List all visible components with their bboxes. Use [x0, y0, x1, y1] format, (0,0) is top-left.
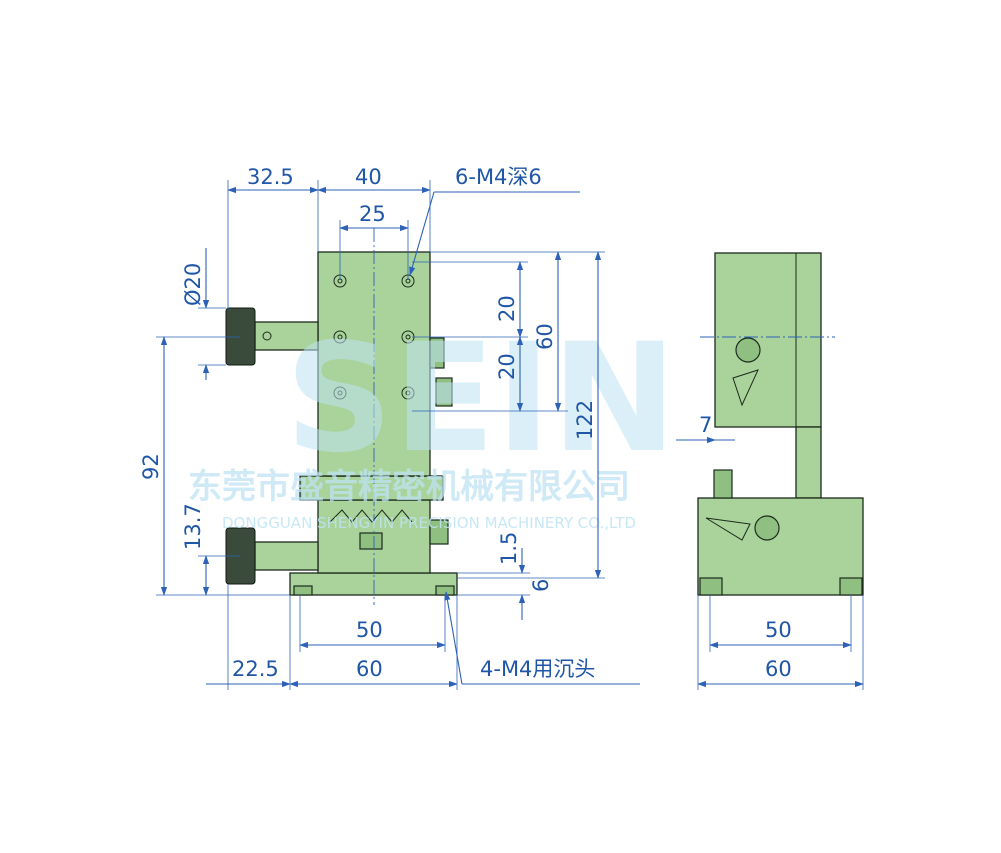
dim-knob-dia: Ø20	[181, 263, 205, 306]
watermark-company-en: DONGGUAN SHENGYIN PRECISION MACHINERY CO…	[222, 514, 636, 532]
side-column	[795, 426, 822, 499]
dim-base-hole-callout: 4-M4用沉头	[480, 657, 595, 681]
dim-base-left-offset: 22.5	[232, 657, 279, 681]
watermark-company-cn: 东莞市盛音精密机械有限公司	[188, 467, 630, 507]
gear-housing	[359, 532, 383, 550]
dim-knob-height: 92	[139, 453, 163, 480]
lock-lever-grip	[435, 377, 453, 407]
side-counterbore-left	[699, 577, 723, 596]
dim-base-width: 60	[356, 657, 383, 681]
dim-gap: 1.5	[497, 532, 521, 565]
dim-base-thickness: 6	[529, 579, 553, 592]
upper-knob-shaft	[254, 321, 319, 351]
lower-knob-shaft	[254, 541, 319, 571]
dim-side-hole-spacing: 50	[765, 618, 792, 642]
upper-adjust-knob	[225, 307, 256, 366]
front-view	[225, 228, 458, 605]
side-lock-screw	[735, 337, 761, 363]
dim-total-height: 122	[573, 400, 597, 440]
side-counterbore-right	[839, 577, 863, 596]
dim-left-offset: 32.5	[247, 165, 294, 189]
side-view	[697, 252, 864, 596]
side-lock-screw-lower	[754, 515, 780, 541]
lock-lever-upper	[429, 337, 445, 369]
middle-flange	[299, 475, 444, 501]
dim-hole-spacing-v2: 20	[495, 353, 519, 380]
dim-hole-spacing-h: 25	[359, 202, 386, 226]
side-lever	[732, 369, 759, 407]
dim-top-width: 40	[355, 165, 382, 189]
dim-side-offset: 7	[699, 413, 712, 437]
side-lever-lower	[705, 517, 751, 541]
watermark-logo: SEIN	[285, 312, 677, 486]
dim-side-width: 60	[765, 657, 792, 681]
side-stop	[713, 469, 733, 499]
rack-gear	[329, 509, 413, 523]
dim-hole-callout: 6-M4深6	[455, 165, 542, 189]
dim-lower-knob-height: 13.7	[181, 503, 205, 550]
dim-hole-spacing-v1: 20	[495, 295, 519, 322]
side-upper-block	[714, 252, 822, 428]
side-dimensions: 7 50 60	[676, 413, 864, 690]
base-plate	[289, 572, 458, 596]
base-counterbore-left	[293, 585, 313, 596]
base-counterbore-right	[435, 585, 455, 596]
lock-lever-lower	[429, 519, 449, 545]
watermark: SEIN 东莞市盛音精密机械有限公司 DONGGUAN SHENGYIN PRE…	[188, 312, 677, 532]
front-dimensions: 32.5 40 25 6-M4深6 Ø20 20 20 60 122	[139, 165, 640, 690]
dim-base-hole-spacing: 50	[356, 618, 383, 642]
dim-hole-span: 60	[533, 323, 557, 350]
side-base-block	[697, 497, 864, 596]
